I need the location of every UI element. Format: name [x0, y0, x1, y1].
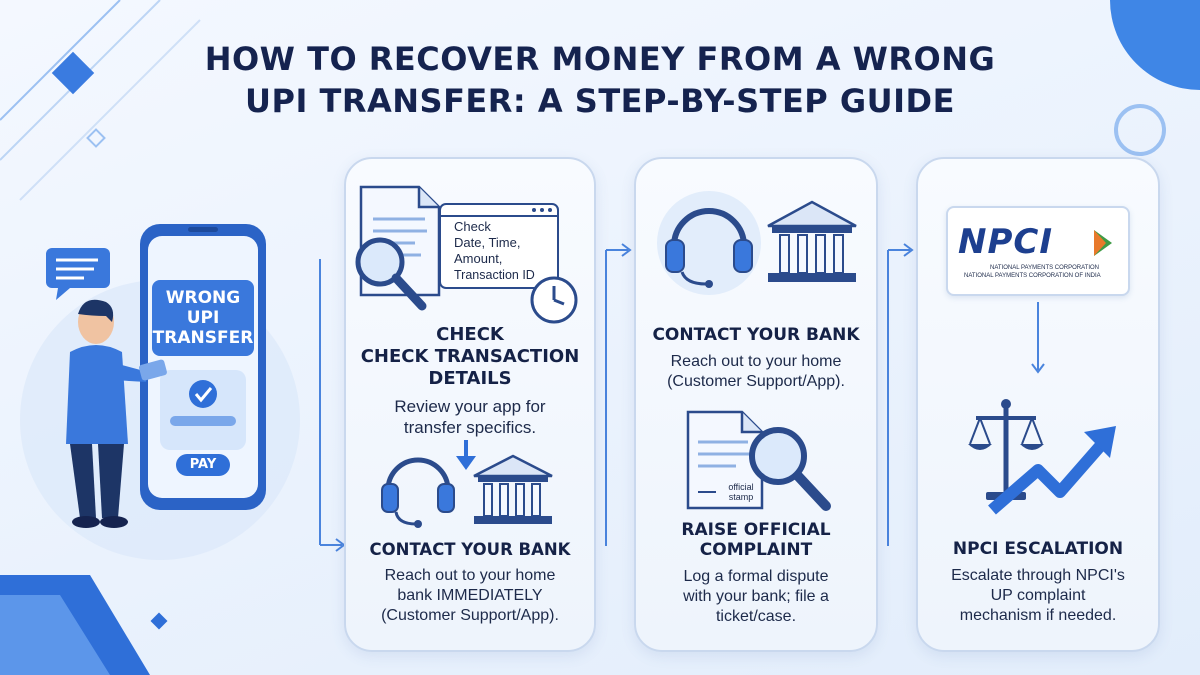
down-arrow-line — [1031, 302, 1045, 374]
step2-subbody-line-2: with your bank; file a — [683, 588, 829, 605]
step2-subheading-line-2: COMPLAINT — [699, 540, 813, 560]
phone-banner-line-1: WRONG — [165, 288, 241, 308]
step2-subbody-line-3: ticket/case. — [715, 608, 797, 625]
chat-bubble-icon — [46, 248, 110, 300]
browser-window-box — [439, 203, 559, 289]
title-line-2: UPI TRANSFER: A STEP-BY-STEP GUIDE — [245, 82, 955, 120]
stamp-label-line-1: official — [728, 482, 754, 492]
step1-subbody-line-1: Reach out to your home — [384, 567, 556, 584]
step2-subheading-line-1: RAISE OFFICIAL — [681, 520, 831, 540]
npci-logo-subtext-1: NATIONAL PAYMENTS CORPORATION — [990, 265, 1100, 271]
bank-icon-large — [767, 200, 857, 282]
npci-logo-text: NPCI — [958, 222, 1053, 262]
step1-heading-line-3: DETAILS — [428, 368, 512, 389]
step1-subbody-line-2: bank IMMEDIATELY — [397, 587, 543, 604]
npci-logo-arrow-icon — [1094, 230, 1112, 256]
step2-heading: CONTACT YOUR BANK — [652, 325, 860, 345]
diamond-shape-icon — [51, 51, 95, 95]
connector-left — [319, 259, 346, 552]
magnifier-icon-large — [749, 427, 831, 511]
step2-body-line-2: (Customer Support/App). — [667, 373, 845, 390]
small-square-icon — [150, 612, 168, 630]
step3-body-line-1: Escalate through NPCI's — [951, 567, 1125, 584]
pay-button[interactable]: PAY — [189, 457, 217, 472]
step3-body-line-2: UP complaint — [990, 587, 1086, 604]
clock-icon — [530, 276, 578, 324]
step1-body-line-1: Review your app for — [394, 397, 546, 416]
step1-heading-line-1: CHECK — [436, 324, 504, 345]
npci-logo-subtext-2: NATIONAL PAYMENTS CORPORATION OF INDIA — [964, 273, 1101, 279]
connector-middle — [605, 243, 632, 546]
connector-right — [887, 243, 914, 546]
check-box-text-3: Amount, — [454, 251, 503, 266]
bank-icon — [473, 454, 553, 524]
down-arrow-icon — [456, 440, 476, 470]
headset-icon-large — [657, 191, 761, 295]
check-box-text-1: Check — [454, 219, 491, 234]
ring-circle-icon — [1114, 104, 1166, 156]
page-title: HOW TO RECOVER MONEY FROM A WRONG UPI TR… — [120, 38, 1080, 122]
step2-subbody-line-1: Log a formal dispute — [683, 568, 829, 585]
headset-icon — [381, 457, 455, 528]
step1-subheading: CONTACT YOUR BANK — [369, 540, 571, 559]
person-icon — [66, 299, 167, 528]
title-line-1: HOW TO RECOVER MONEY FROM A WRONG — [204, 40, 996, 78]
step2-body-line-1: Reach out to your home — [670, 353, 842, 370]
phone-banner-line-2: UPI — [186, 308, 220, 328]
corner-circle-top-right — [1110, 0, 1200, 90]
check-box-text-2: Date, Time, — [454, 235, 521, 250]
phone-banner-line-3: TRANSFER — [152, 328, 254, 348]
phone-illustration — [140, 224, 266, 510]
step3-heading: NPCI ESCALATION — [952, 539, 1124, 559]
step1-subbody-line-3: (Customer Support/App). — [381, 607, 559, 624]
step3-body-line-3: mechanism if needed. — [959, 607, 1117, 624]
trend-arrow-icon — [988, 426, 1116, 515]
check-box-text-4: Transaction ID — [454, 268, 535, 282]
corner-shape-bottom-left — [0, 575, 150, 675]
small-diamond-icon — [86, 128, 106, 148]
stamp-label-line-2: stamp — [728, 492, 754, 502]
step1-body-line-2: transfer specifics. — [403, 418, 537, 437]
step1-heading-line-2: CHECK TRANSACTION — [360, 346, 580, 367]
magnifier-icon — [355, 237, 427, 311]
